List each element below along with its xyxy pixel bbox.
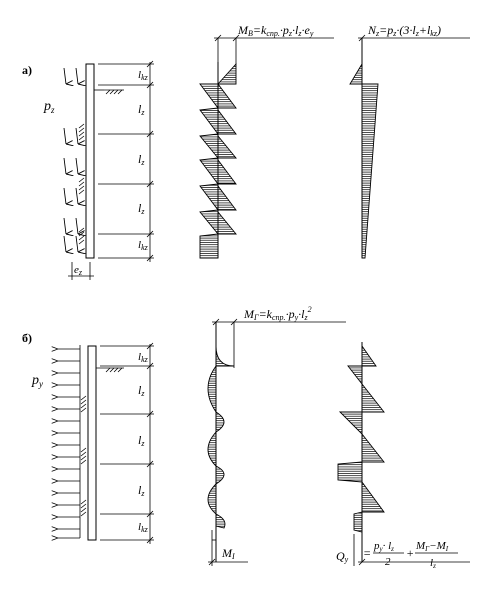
svg-text:Qy: Qy	[336, 549, 349, 564]
span-label-a-5: lkz	[138, 239, 149, 252]
shear-formula: Qy = py· lz 2 + MГ−MI lz	[336, 540, 458, 570]
py-load-arrows	[58, 345, 81, 538]
pz-load-arrows	[63, 67, 78, 252]
shear-force-diagram	[337, 342, 470, 566]
moment-formula-a: MB=kспр.·pz·lz·ey	[237, 23, 314, 38]
ez-symbol: ez	[74, 264, 83, 277]
span-label-b-5: lkz	[138, 521, 149, 534]
normal-formula: Nz=pz·(3·lz+lkz)	[367, 23, 441, 38]
part-b: б) py	[22, 305, 470, 570]
svg-text:py· lz: py· lz	[373, 540, 394, 553]
part-b-label: б)	[22, 331, 32, 345]
py-symbol: py	[31, 373, 43, 389]
column-a	[85, 63, 95, 259]
part-a-label: а)	[22, 63, 32, 77]
side-supports-a	[78, 123, 85, 245]
svg-text:MГ−MI: MГ−MI	[415, 540, 449, 553]
span-label-b-4: lz	[138, 483, 145, 498]
span-label-a-1: lkz	[138, 69, 149, 82]
span-label-a-3: lz	[138, 152, 145, 167]
span-dimensions-a	[98, 60, 154, 262]
span-label-a-2: lz	[138, 102, 145, 117]
svg-text:=: =	[363, 546, 371, 560]
pz-symbol: pz	[43, 99, 55, 115]
side-supports-b	[80, 395, 87, 517]
moment-diagram-b	[207, 318, 346, 566]
span-label-b-3: lz	[138, 433, 145, 448]
svg-text:lz: lz	[430, 557, 436, 570]
svg-text:2: 2	[385, 556, 391, 568]
svg-text:+: +	[406, 546, 414, 560]
span-dimensions-b	[100, 342, 154, 544]
span-label-b-1: lkz	[138, 351, 149, 364]
column-b	[87, 345, 97, 541]
ecc-dimension	[68, 262, 94, 280]
top-support-b	[96, 367, 124, 373]
bottom-moment-label: MI	[221, 546, 235, 561]
moment-formula-b: MГ=kспр.·py·lz2	[243, 305, 312, 322]
part-a: а) pz	[22, 23, 470, 280]
moment-diagram-a	[199, 34, 334, 259]
span-label-a-4: lz	[138, 201, 145, 216]
top-support-a	[94, 89, 124, 95]
span-label-b-2: lz	[138, 383, 145, 398]
normal-force-diagram	[349, 34, 470, 259]
